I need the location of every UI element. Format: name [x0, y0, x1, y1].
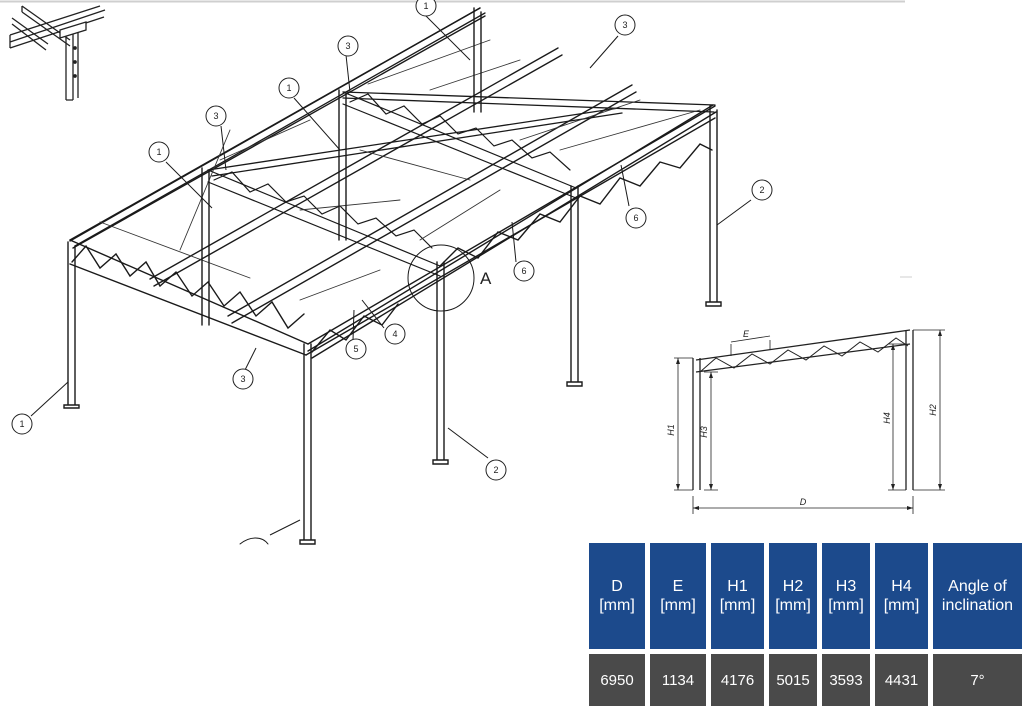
- callout-number: 6: [633, 213, 638, 223]
- dimension-label-h3: H3: [699, 426, 709, 438]
- callout-number: 4: [392, 329, 397, 339]
- dimension-label-h1: H1: [666, 424, 676, 436]
- table-header-cell: H3 [mm]: [822, 543, 870, 649]
- callout-marker: 3: [614, 14, 636, 36]
- dimension-label-h2: H2: [928, 404, 938, 416]
- table-header-cell: E [mm]: [650, 543, 706, 649]
- dimension-label-e: E: [743, 329, 750, 339]
- table-value-cell: 5015: [769, 654, 817, 706]
- callout-number: 1: [423, 1, 428, 11]
- detail-label: A: [480, 269, 492, 288]
- callout-marker: 2: [751, 179, 773, 201]
- joint-detail-view: [9, 5, 106, 101]
- callout-marker: 3: [337, 35, 359, 57]
- dimension-label-d: D: [800, 497, 807, 507]
- callout-marker: 1: [148, 141, 170, 163]
- callout-number: 3: [345, 41, 350, 51]
- callout-marker: 1: [415, 0, 437, 17]
- dimension-label-h4: H4: [882, 412, 892, 424]
- callout-number: 6: [521, 266, 526, 276]
- callout-number: 3: [213, 111, 218, 121]
- table-value-cell: 3593: [822, 654, 870, 706]
- callout-number: 1: [286, 83, 291, 93]
- callout-number: 3: [622, 20, 627, 30]
- side-view-labels: E H1 H3 H4 H2 D: [666, 329, 938, 507]
- callout-marker: 6: [513, 260, 535, 282]
- callout-marker: 3: [232, 368, 254, 390]
- part-callouts: 1 1 1 1 1 2 2 3 3 3 3 4 5 6 6: [11, 0, 773, 558]
- leader-lines: [30, 15, 752, 536]
- callout-marker: 5: [345, 338, 367, 360]
- table-value-cell: 7°: [933, 654, 1022, 706]
- callout-number: 2: [759, 185, 764, 195]
- table-value-cell: 4431: [875, 654, 928, 706]
- table-header-cell: Angle of inclination: [933, 543, 1022, 649]
- callout-number: 2: [493, 465, 498, 475]
- table-header-cell: H4 [mm]: [875, 543, 928, 649]
- table-header-cell: H1 [mm]: [711, 543, 764, 649]
- callout-marker: 1: [252, 538, 272, 558]
- callout-number: 1: [19, 419, 24, 429]
- callout-marker: 4: [384, 323, 406, 345]
- table-header-cell: H2 [mm]: [769, 543, 817, 649]
- callout-marker: 3: [205, 105, 227, 127]
- side-view-elevation: [674, 329, 945, 514]
- callout-number: 3: [240, 374, 245, 384]
- table-header-cell: D [mm]: [589, 543, 645, 649]
- callout-marker: 6: [625, 207, 647, 229]
- pergola-frame: [63, 7, 722, 545]
- callout-marker: 2: [485, 459, 507, 481]
- callout-number: 5: [353, 344, 358, 354]
- callout-number: 1: [156, 147, 161, 157]
- callout-marker: 1: [278, 77, 300, 99]
- table-value-cell: 1134: [650, 654, 706, 706]
- callout-marker: 1: [11, 413, 33, 435]
- table-value-cell: 6950: [589, 654, 645, 706]
- table-value-cell: 4176: [711, 654, 764, 706]
